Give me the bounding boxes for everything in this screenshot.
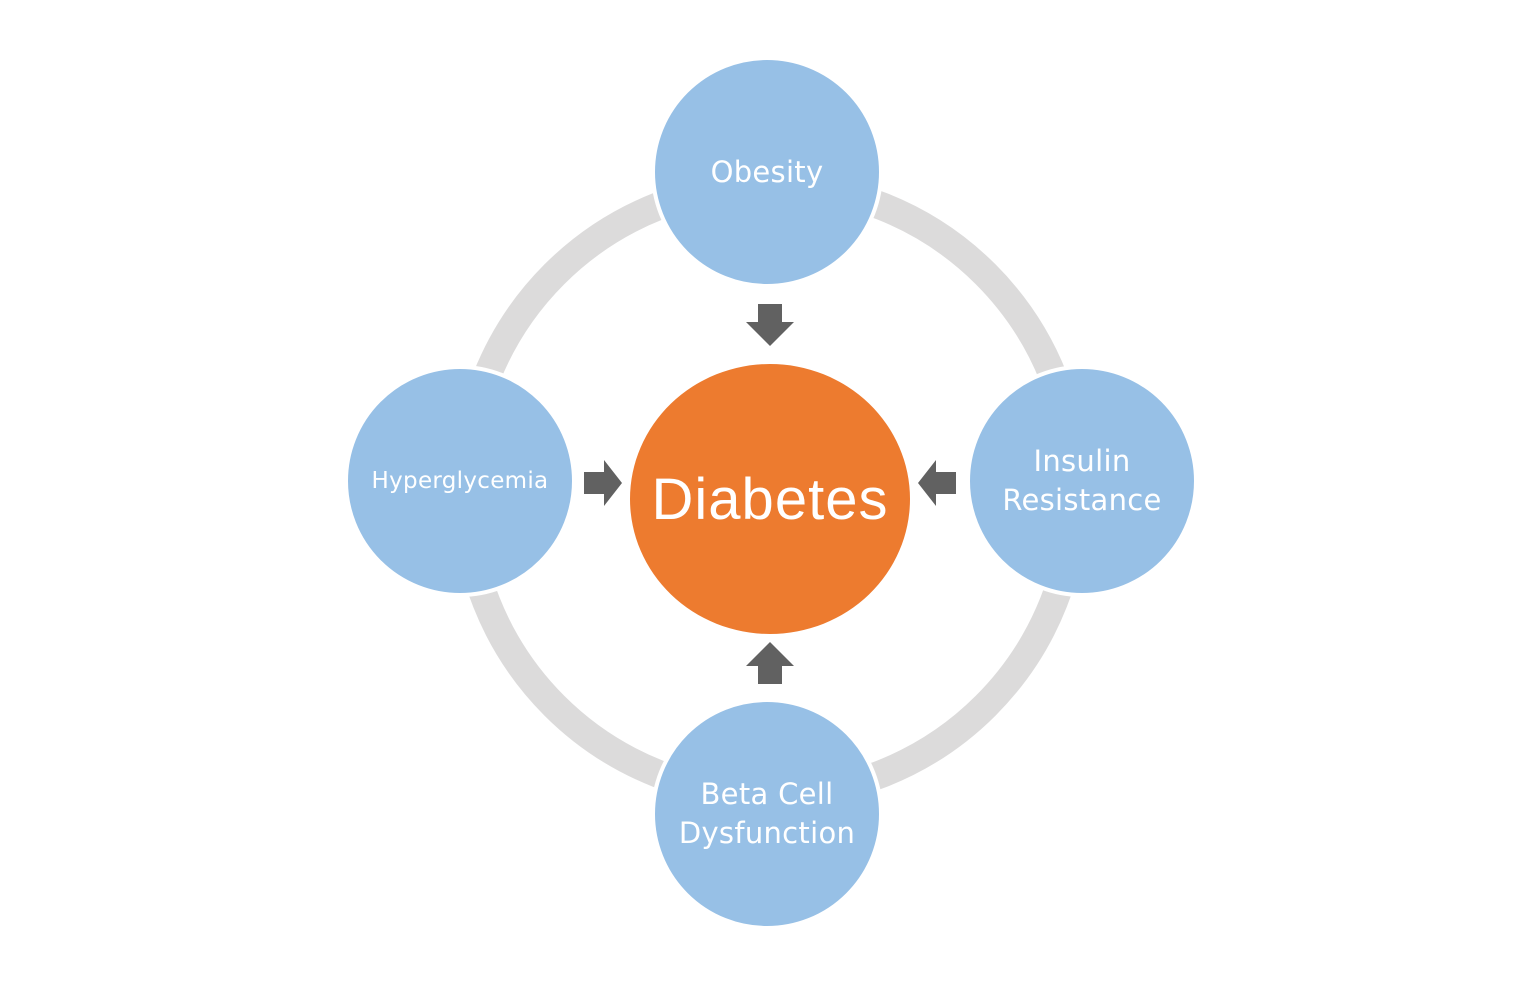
right-arrow-icon [584,460,622,506]
node-beta-cell-dysfunction: Beta Cell Dysfunction [651,698,883,930]
node-beta-cell-dysfunction-label: Beta Cell Dysfunction [678,777,856,850]
up-arrow-icon [746,642,794,684]
node-diabetes-label: Diabetes [651,466,889,532]
left-arrow-icon [918,460,956,506]
down-arrow-icon [746,304,794,346]
node-obesity-label: Obesity [710,154,824,189]
node-diabetes: Diabetes [626,360,914,638]
node-obesity: Obesity [651,56,883,288]
node-insulin-resistance: Insulin Resistance [966,365,1198,597]
node-insulin-resistance-label: Insulin Resistance [1002,444,1162,517]
node-hyperglycemia-label: Hyperglycemia [371,467,549,494]
node-hyperglycemia: Hyperglycemia [344,365,576,597]
